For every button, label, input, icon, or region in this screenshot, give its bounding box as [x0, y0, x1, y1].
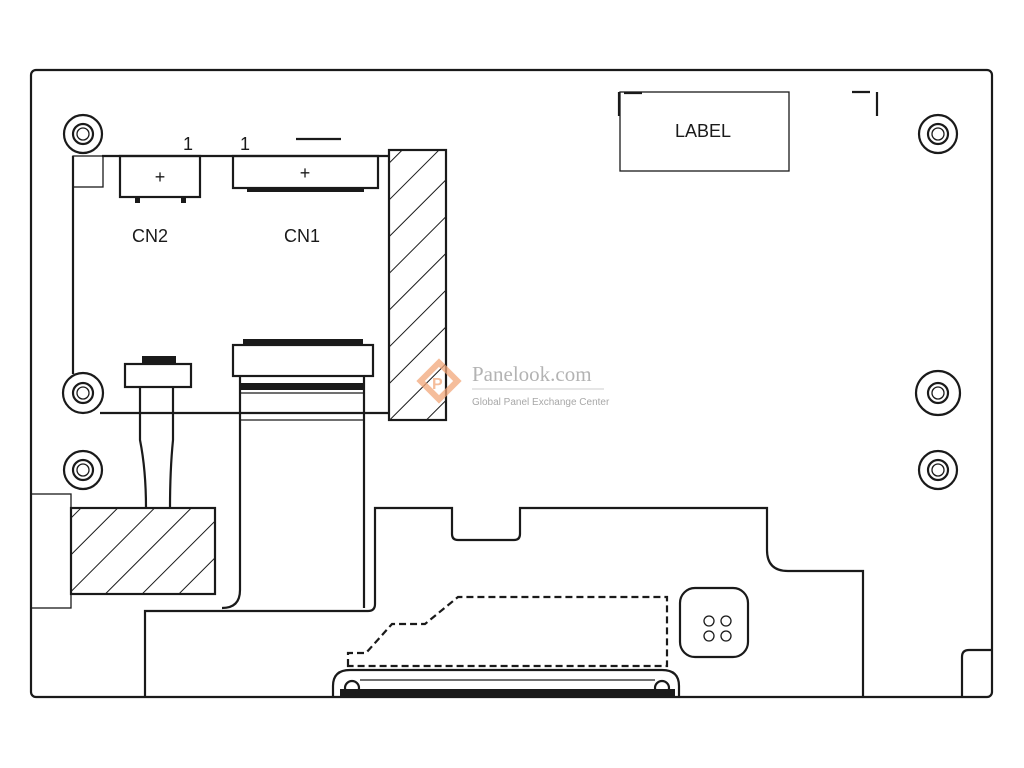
fpc-connector-main [221, 339, 375, 610]
cn2-pin1-marker: 1 [183, 134, 193, 154]
hatched-tape-vertical [387, 148, 448, 422]
panel-frame [29, 68, 994, 699]
mounting-hole-icon [914, 369, 962, 417]
hatched-tape-horizontal [69, 506, 217, 596]
backlight-shield-outline [143, 506, 865, 697]
cn1-pin1-marker: 1 [240, 134, 250, 154]
mounting-hole-icon [917, 449, 959, 491]
side-tab [30, 493, 72, 609]
fpc-connector-small [123, 356, 193, 509]
cn1-label: CN1 [284, 226, 320, 246]
mounting-holes [61, 113, 962, 491]
corner-tab [960, 648, 992, 697]
svg-text:P: P [432, 376, 443, 393]
connector-cn1: + 1 CN1 [231, 134, 380, 246]
mounting-hole-icon [62, 449, 104, 491]
watermark-tagline: Global Panel Exchange Center [472, 397, 610, 408]
mounting-hole-icon [62, 113, 104, 155]
cn1-polarity: + [300, 163, 311, 183]
watermark-site: Panelook.com [472, 362, 592, 386]
cn2-polarity: + [155, 167, 166, 187]
test-pad-block [678, 586, 750, 659]
dashed-component-area [346, 595, 669, 668]
connector-cn2: + 1 CN2 [118, 134, 202, 246]
mounting-hole-icon [917, 113, 959, 155]
label-area: LABEL [617, 90, 879, 172]
panelook-logo-icon: P [416, 358, 462, 404]
watermark: P Panelook.com Global Panel Exchange Cen… [416, 358, 610, 408]
cn2-label: CN2 [132, 226, 168, 246]
mounting-hole-icon [61, 371, 105, 415]
bottom-fpc-bend [331, 668, 681, 697]
label-text: LABEL [675, 121, 731, 141]
